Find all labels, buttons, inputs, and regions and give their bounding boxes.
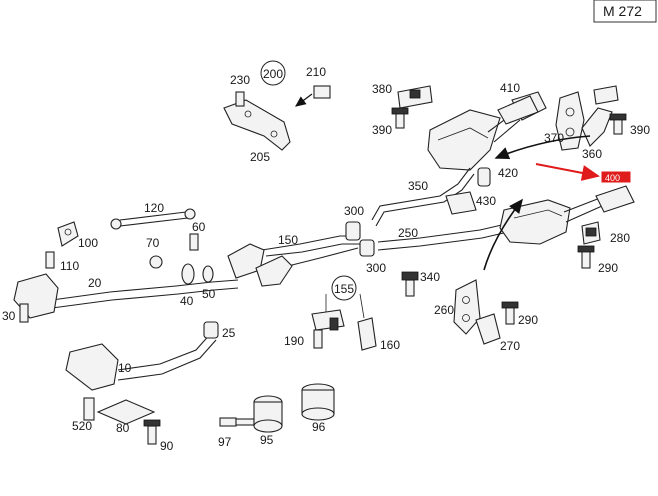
callout-110: 110	[60, 259, 79, 273]
callout-520: 520	[72, 419, 92, 433]
callout-25: 25	[222, 326, 236, 340]
part-400-label: 400	[605, 173, 620, 183]
callout-380: 380	[372, 82, 392, 96]
callout-230: 230	[230, 73, 250, 87]
callout-96: 96	[312, 420, 326, 434]
callout-120: 120	[144, 201, 164, 215]
bracket-80	[96, 399, 156, 425]
callout-90: 90	[160, 439, 174, 453]
model-code-label: M 272	[603, 3, 642, 19]
callout-300-lower: 300	[366, 261, 386, 275]
bolt-290-lower	[501, 301, 519, 325]
callout-270: 270	[500, 339, 520, 353]
pipe-250	[377, 223, 509, 251]
callout-370: 370	[544, 131, 564, 145]
clamp-300-upper	[345, 221, 361, 241]
arrow-to-silencer	[494, 135, 591, 160]
pipe-350	[371, 167, 471, 221]
pipe-20	[51, 279, 239, 309]
callout-155: 155	[331, 275, 357, 301]
hanger-370	[555, 91, 585, 151]
arrow-210	[295, 93, 313, 107]
callout-205: 205	[250, 150, 270, 164]
callout-40: 40	[180, 294, 194, 308]
callout-300-upper: 300	[344, 204, 364, 218]
callout-290-upper: 290	[598, 261, 618, 275]
bolt-390-left	[391, 107, 409, 129]
hanger-270	[475, 313, 501, 345]
bracket-205	[223, 99, 291, 151]
bolt-30	[19, 303, 29, 323]
connector-210	[313, 85, 331, 99]
callout-30: 30	[2, 309, 16, 323]
clamp-300-lower	[359, 239, 375, 257]
callout-160: 160	[380, 338, 400, 352]
callout-260: 260	[434, 303, 454, 317]
bracket-280	[581, 221, 601, 245]
callout-200: 200	[260, 60, 286, 86]
callout-150: 150	[278, 233, 298, 247]
clamp-25	[203, 321, 219, 339]
callout-50: 50	[202, 287, 216, 301]
bolt-90	[143, 419, 161, 445]
callout-410: 410	[500, 81, 520, 95]
bolt-97	[219, 417, 255, 427]
plate-520	[83, 397, 95, 421]
callout-390-left: 390	[372, 123, 392, 137]
bolt-60	[189, 233, 199, 251]
leader-155	[325, 293, 365, 319]
callout-210: 210	[306, 65, 326, 79]
tailpipe-410	[497, 95, 539, 125]
callout-97: 97	[218, 435, 232, 449]
callout-100: 100	[78, 236, 98, 250]
mount-96	[301, 383, 335, 421]
callout-190: 190	[284, 334, 304, 348]
callout-280: 280	[610, 231, 630, 245]
callout-420: 420	[498, 166, 518, 180]
bolt-190	[313, 329, 323, 349]
bracket-155	[311, 309, 345, 331]
model-code-box: M 272	[593, 0, 657, 23]
gasket-40	[181, 263, 195, 285]
pipe-120-sensor	[110, 208, 196, 230]
svg-text:200: 200	[263, 67, 283, 81]
catalytic-converter-150	[227, 243, 293, 287]
callout-95: 95	[260, 433, 274, 447]
callout-340: 340	[420, 270, 440, 284]
screw-230	[235, 91, 245, 107]
pipe-10	[117, 331, 217, 381]
callout-10: 10	[118, 361, 132, 375]
bolt-290-upper	[577, 245, 595, 269]
bolt-390-right	[609, 113, 627, 135]
bracket-430	[445, 191, 477, 215]
clamp-400-highlight: 400	[601, 171, 631, 183]
callout-20: 20	[88, 276, 102, 290]
hanger-260	[453, 279, 481, 335]
mounting-rubber-380	[397, 85, 433, 109]
ring-50	[202, 265, 214, 283]
callout-360: 360	[582, 147, 602, 161]
red-arrow	[535, 163, 600, 181]
callout-70: 70	[146, 236, 160, 250]
callout-80: 80	[116, 421, 130, 435]
arrow-to-silencer-right	[483, 198, 523, 271]
clamp-420	[477, 167, 491, 187]
callout-390-right: 390	[630, 123, 650, 137]
callout-290-lower: 290	[518, 313, 538, 327]
nut-70	[149, 255, 163, 269]
callout-350: 350	[408, 179, 428, 193]
catalytic-converter-10	[65, 343, 119, 391]
screw-110	[45, 251, 55, 269]
callout-60: 60	[192, 220, 206, 234]
svg-text:155: 155	[334, 282, 354, 296]
bracket-100	[57, 221, 79, 247]
mount-95	[253, 395, 283, 433]
hanger-160	[357, 317, 377, 351]
callout-250: 250	[398, 226, 418, 240]
bolt-340	[401, 271, 419, 297]
callout-430: 430	[476, 194, 496, 208]
